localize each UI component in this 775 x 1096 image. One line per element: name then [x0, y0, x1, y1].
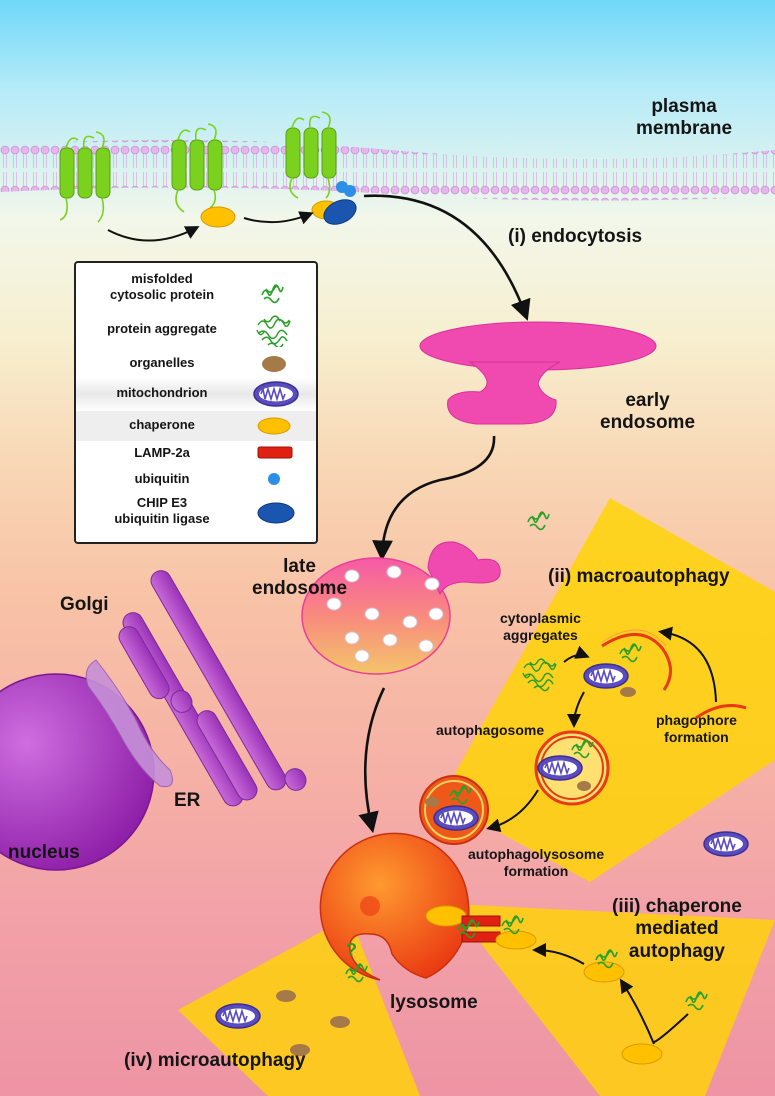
- chip-e3-icon: [257, 502, 295, 524]
- to-autophagolysosome-arrow: [486, 789, 539, 833]
- microautophagy-label: (iv) microautophagy: [124, 1050, 306, 1071]
- legend-item-misfolded: misfolded cytosolic protein: [76, 271, 316, 311]
- micro-organelle: [276, 990, 296, 1002]
- protein-aggregate-icon: [256, 315, 291, 347]
- cma-label: (iii) chaperone mediated autophagy: [612, 896, 742, 962]
- organelle-icon: [262, 356, 286, 372]
- phagophore-formation-arrow: [658, 626, 717, 703]
- nucleus-label: nucleus: [8, 842, 80, 863]
- legend-item-aggregate: protein aggregate: [76, 315, 316, 347]
- legend-item-chaperone: chaperone: [76, 411, 316, 441]
- mitochondrion-icon: [253, 381, 299, 407]
- receptor-arrow-1: [107, 226, 200, 242]
- late-to-lysosome-arrow: [358, 687, 386, 834]
- endocytosis-label: (i) endocytosis: [508, 226, 643, 247]
- new-phagophore: [695, 704, 747, 720]
- phagophore-membrane: [601, 633, 672, 691]
- golgi-label: Golgi: [60, 594, 109, 615]
- aggregate-capture-arrow: [563, 645, 590, 663]
- free-misfolded-protein: [527, 511, 550, 531]
- cma-chaperone-docked: [495, 930, 537, 950]
- lysosome: [319, 832, 470, 981]
- legend-item-organelles: organelles: [76, 351, 316, 379]
- micro-organelle: [290, 1044, 310, 1056]
- nucleus: [0, 673, 155, 871]
- lamp2a-receptor-2: [461, 931, 501, 943]
- lamp2a-receptor-1: [461, 915, 501, 927]
- early-to-late-arrow: [372, 435, 496, 562]
- late-endosome-label: late endosome: [252, 556, 348, 600]
- membrane-receptor-ubiquitinated: [285, 111, 357, 225]
- cma-chaperone-membrane: [425, 905, 467, 927]
- cma-chaperone-bound: [583, 961, 625, 983]
- microautophagy-zone: [178, 916, 420, 1096]
- early-endosome: [419, 321, 657, 425]
- captured-organelle: [620, 687, 636, 697]
- plasma-membrane: [0, 139, 775, 201]
- autophagosome-label: autophagosome: [436, 722, 545, 738]
- misfolded-protein-icon: [261, 284, 284, 304]
- phagophore-membrane-inner: [601, 629, 667, 647]
- er: [85, 659, 173, 788]
- cma-dock-arrow: [532, 943, 585, 965]
- membrane-receptor-with-chaperone: [171, 123, 236, 228]
- lamp2a-icon: [257, 446, 293, 459]
- unknown-mechanism-mark: ?: [346, 940, 357, 960]
- autophagosome: [534, 730, 610, 806]
- early-endosome-label: early endosome: [600, 390, 696, 434]
- cma-join-arrow-b: [619, 978, 655, 1045]
- legend-item-chip-e3: CHIP E3 ubiquitin ligase: [76, 495, 316, 535]
- cma-chaperone-free: [621, 1043, 663, 1065]
- chaperone-icon: [257, 417, 291, 435]
- macroautophagy-label: (ii) macroautophagy: [548, 566, 730, 587]
- micro-mitochondrion: [215, 1003, 261, 1029]
- to-autophagosome-arrow: [567, 691, 585, 728]
- ubiquitin-icon: [268, 473, 280, 485]
- legend-item-ubiquitin: ubiquitin: [76, 467, 316, 493]
- cytoplasmic-aggregates-label: cytoplasmic aggregates: [500, 610, 581, 643]
- lysosome-label: lysosome: [390, 992, 478, 1013]
- legend-item-lamp2a: LAMP-2a: [76, 439, 316, 467]
- legend: misfolded cytosolic protein protein aggr…: [74, 261, 318, 544]
- receptor-arrow-2: [243, 211, 314, 225]
- phagophore-formation-label: phagophore formation: [656, 712, 737, 745]
- legend-item-mitochondrion: mitochondrion: [76, 377, 316, 411]
- late-endosome: [301, 541, 501, 675]
- cma-zone: [450, 904, 775, 1096]
- endocytosis-arrow: [363, 194, 531, 321]
- plasma-membrane-label: plasma membrane: [636, 96, 733, 140]
- autophagolysosome-formation-label: autophagolysosome formation: [468, 846, 605, 879]
- er-label: ER: [174, 790, 201, 811]
- autophagolysosome: [419, 775, 489, 845]
- captured-mitochondrion: [583, 663, 629, 689]
- micro-organelle: [330, 1016, 350, 1028]
- cma-join-arrow-a: [653, 1013, 689, 1043]
- membrane-receptor: [59, 131, 111, 223]
- golgi: [118, 570, 307, 807]
- free-mitochondrion: [703, 831, 749, 857]
- macroautophagy-zone: [440, 498, 775, 882]
